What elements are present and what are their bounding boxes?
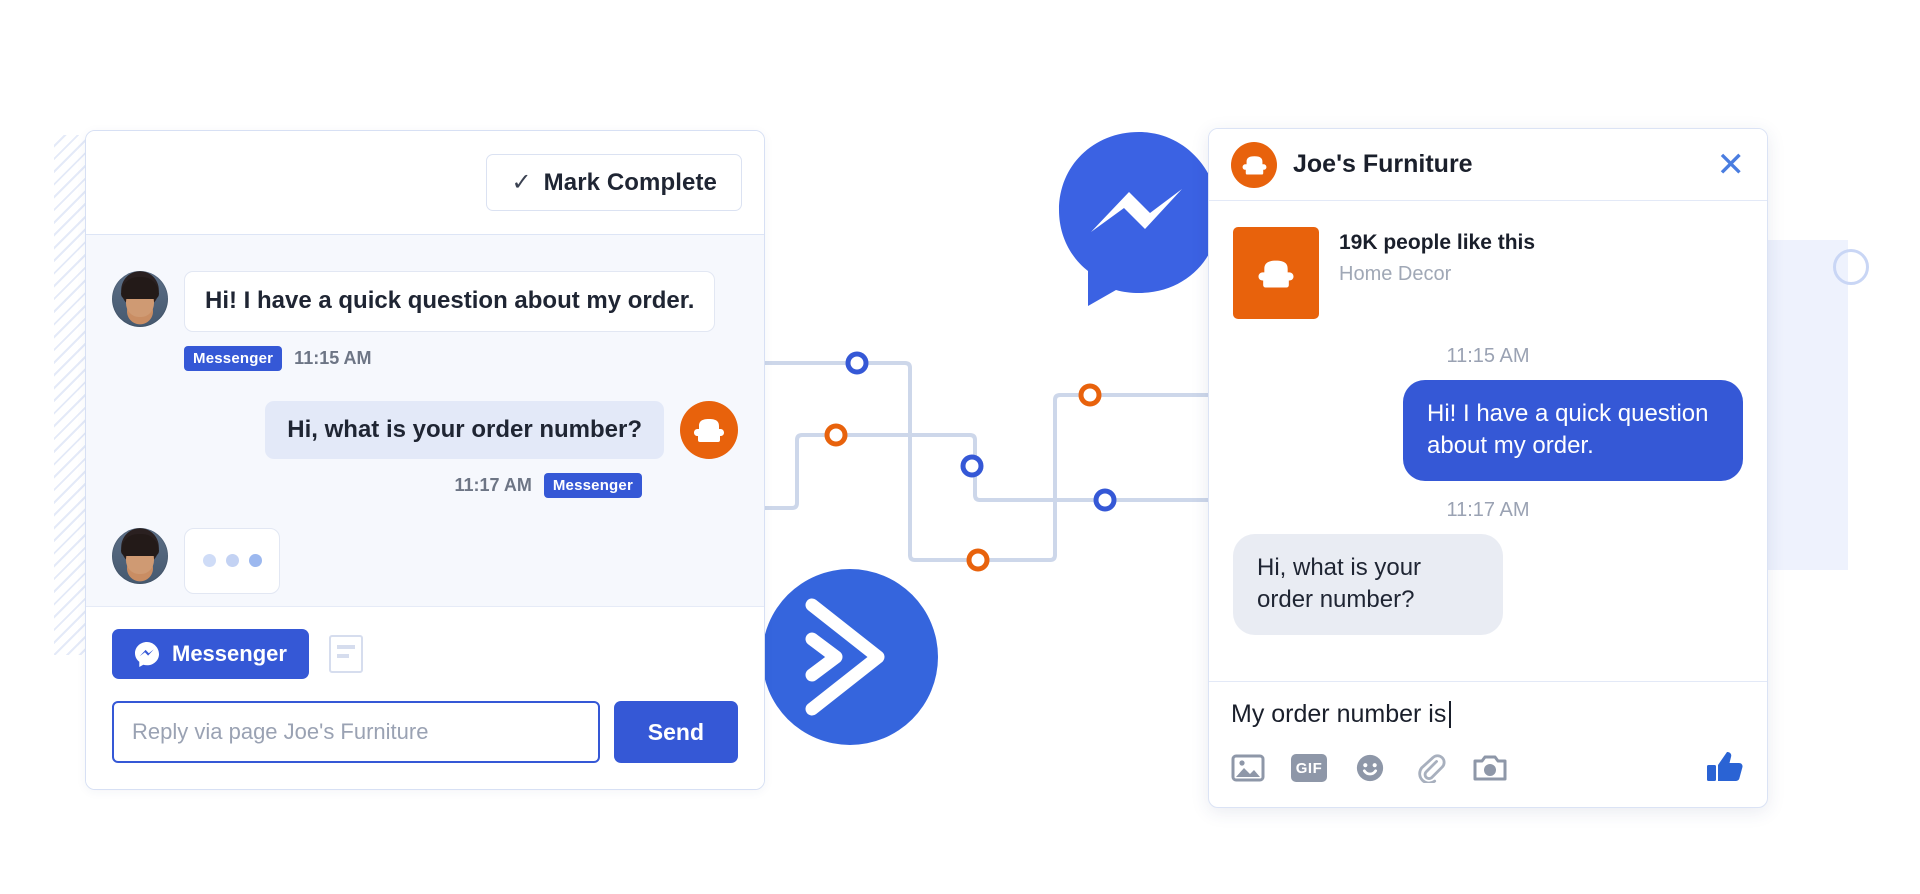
- armchair-icon: [1242, 155, 1266, 175]
- message-bubble-incoming: Hi! I have a quick question about my ord…: [184, 271, 716, 332]
- reply-input[interactable]: [112, 701, 600, 763]
- typing-dot: [225, 554, 239, 568]
- message-bubble-outgoing: Hi, what is your order number?: [265, 400, 664, 459]
- inbox-panel: ✓ Mark Complete Hi! I have a quick quest…: [85, 130, 765, 790]
- widget-message-input[interactable]: My order number is: [1231, 700, 1745, 729]
- image-icon[interactable]: [1231, 753, 1265, 783]
- paperclip-icon[interactable]: [1413, 753, 1447, 783]
- tab-messenger-label: Messenger: [172, 641, 287, 666]
- channel-badge: Messenger: [184, 345, 283, 371]
- reply-row: Send: [112, 701, 738, 763]
- check-icon: ✓: [511, 169, 532, 196]
- widget-bubble-outgoing: Hi! I have a quick question about my ord…: [1403, 380, 1743, 481]
- page-thumbnail: [1233, 227, 1319, 319]
- widget-header: Joe's Furniture ✕: [1209, 129, 1767, 201]
- timestamp: 11:15 AM: [1446, 345, 1530, 367]
- messenger-icon: [135, 642, 159, 667]
- activecampaign-chevron-logo: [760, 567, 940, 747]
- close-icon[interactable]: ✕: [1716, 145, 1746, 184]
- ring-decoration: [1833, 249, 1869, 285]
- conversation-thread: Hi! I have a quick question about my ord…: [86, 235, 764, 606]
- brand-avatar: [680, 400, 738, 459]
- emoji-icon[interactable]: [1353, 753, 1387, 783]
- send-button[interactable]: Send: [613, 701, 738, 763]
- inbox-composer: Messenger Send: [86, 606, 764, 789]
- armchair-icon: [694, 418, 724, 442]
- page-info: 19K people like this Home Decor: [1209, 201, 1767, 327]
- text-caret: [1449, 701, 1452, 728]
- channel-badge: Messenger: [543, 472, 642, 498]
- typing-dot: [248, 554, 262, 568]
- typing-indicator: [184, 527, 280, 594]
- message-meta-incoming: Messenger 11:15 AM: [184, 345, 738, 371]
- composer-tabs: Messenger: [112, 629, 738, 679]
- widget-composer: My order number is GIF: [1209, 681, 1767, 807]
- message-time: 11:17 AM: [454, 474, 532, 495]
- page-logo: [1231, 141, 1277, 188]
- mark-complete-label: Mark Complete: [543, 168, 717, 196]
- customer-avatar: [112, 527, 168, 584]
- message-row-outgoing: Hi, what is your order number?: [112, 400, 738, 459]
- page-likes: 19K people like this: [1339, 231, 1536, 254]
- message-row-incoming: Hi! I have a quick question about my ord…: [112, 271, 738, 332]
- message-time: 11:15 AM: [294, 347, 372, 368]
- widget-thread: 11:15 AM Hi! I have a quick question abo…: [1209, 327, 1767, 681]
- messenger-widget: Joe's Furniture ✕ 19K people like this H…: [1208, 128, 1768, 808]
- widget-bubble-incoming: Hi, what is your order number?: [1233, 533, 1503, 635]
- connector-circuit: [760, 330, 1220, 590]
- page-category: Home Decor: [1339, 263, 1452, 285]
- inbox-toolbar: ✓ Mark Complete: [86, 131, 764, 235]
- armchair-icon: [1258, 260, 1294, 287]
- composer-icon-row: GIF: [1231, 749, 1745, 787]
- customer-avatar: [112, 271, 168, 327]
- gif-icon[interactable]: GIF: [1291, 754, 1327, 782]
- page-title: Joe's Furniture: [1293, 150, 1473, 178]
- thumbs-up-icon[interactable]: [1705, 749, 1745, 787]
- typing-row: [112, 527, 738, 594]
- widget-input-value: My order number is: [1231, 700, 1447, 728]
- message-meta-outgoing: 11:17 AM Messenger: [112, 472, 642, 498]
- messenger-logo: [1053, 128, 1225, 310]
- timestamp: 11:17 AM: [1446, 498, 1530, 521]
- camera-icon[interactable]: [1473, 753, 1507, 783]
- mark-complete-button[interactable]: ✓ Mark Complete: [486, 154, 742, 211]
- typing-dot: [202, 554, 216, 568]
- tab-messenger[interactable]: Messenger: [112, 629, 309, 679]
- note-icon[interactable]: [328, 635, 363, 673]
